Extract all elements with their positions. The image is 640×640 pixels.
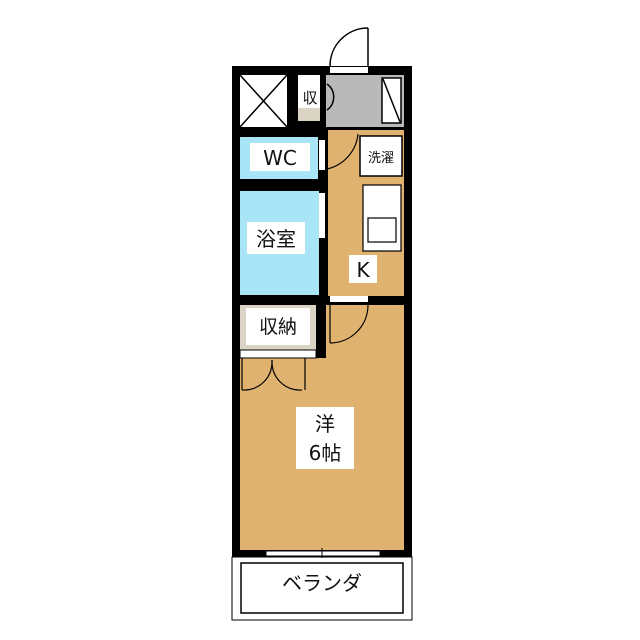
sink-icon	[367, 217, 397, 243]
closet-label: 収納	[259, 316, 297, 338]
washer-space	[359, 135, 403, 177]
western-room-type: 洋	[315, 412, 335, 436]
kitchen-label: K	[356, 258, 370, 282]
balcony-label: ベランダ	[282, 571, 362, 595]
entrance-door-frame	[330, 67, 368, 73]
small-storage-label: 収	[302, 89, 317, 107]
entrance-door[interactable]	[329, 27, 369, 67]
washer-label: 洗濯	[368, 151, 394, 166]
western-room-size: 6帖	[309, 441, 342, 465]
balcony-inner	[240, 562, 404, 614]
wc-label: WC	[263, 146, 297, 170]
balcony-window	[265, 550, 381, 557]
bath-label: 浴室	[256, 227, 296, 251]
